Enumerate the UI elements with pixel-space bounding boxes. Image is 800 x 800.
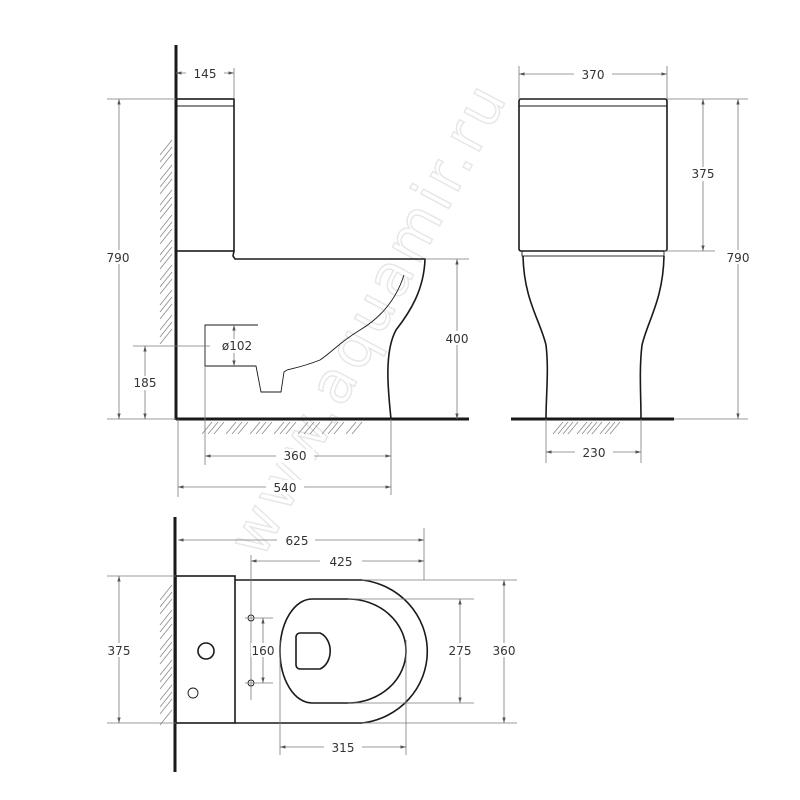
front-view: 370 375 790 230 (511, 66, 756, 463)
bowl-top-outline (235, 579, 429, 724)
tank-base-strip (521, 250, 665, 257)
dim-bowl-depth: 425 (330, 555, 353, 569)
bowl-side-outline (232, 250, 426, 420)
dim-front-total-height: 790 (727, 251, 750, 265)
dim-tank-width-top: 375 (108, 644, 131, 658)
pedestal-front-outline (522, 255, 665, 420)
wall-hatch-top (159, 584, 173, 726)
floor-hatch (201, 421, 363, 435)
water-inlet-icon (187, 687, 199, 699)
dim-tank-height: 375 (692, 167, 715, 181)
top-view: 625 425 375 160 275 360 315 (103, 517, 522, 772)
flush-hole-outline (295, 632, 331, 670)
svg-text:www.aquamir.ru: www.aquamir.ru (214, 70, 521, 567)
dim-outlet-to-front: 360 (284, 449, 307, 463)
dim-seat-inner-length: 315 (332, 741, 355, 755)
dim-bowl-height: 400 (446, 332, 469, 346)
flush-button-icon (197, 642, 215, 660)
dim-tank-depth: 145 (194, 67, 217, 81)
dim-total-length: 540 (274, 481, 297, 495)
dim-foot-width: 230 (583, 446, 606, 460)
side-view: 145 790 400 ø102 185 360 540 (104, 45, 474, 497)
floor-hatch-front (552, 421, 621, 435)
trap-curve (204, 274, 405, 393)
tank-top (175, 575, 236, 724)
tank-side (175, 98, 235, 252)
dim-fixing-spacing: 160 (252, 644, 275, 658)
dim-outlet-diameter: ø102 (222, 339, 252, 353)
dim-outlet-height: 185 (134, 376, 157, 390)
tank-front (518, 98, 668, 252)
dim-total-depth: 625 (286, 534, 309, 548)
seat-inner-outline (279, 598, 407, 704)
watermark: www.aquamir.ru (214, 69, 523, 567)
wall-hatch (159, 139, 173, 345)
dim-seat-inner-width: 275 (449, 644, 472, 658)
dim-tank-width: 370 (582, 68, 605, 82)
dim-bowl-width: 360 (493, 644, 516, 658)
dim-side-total-height: 790 (107, 251, 130, 265)
